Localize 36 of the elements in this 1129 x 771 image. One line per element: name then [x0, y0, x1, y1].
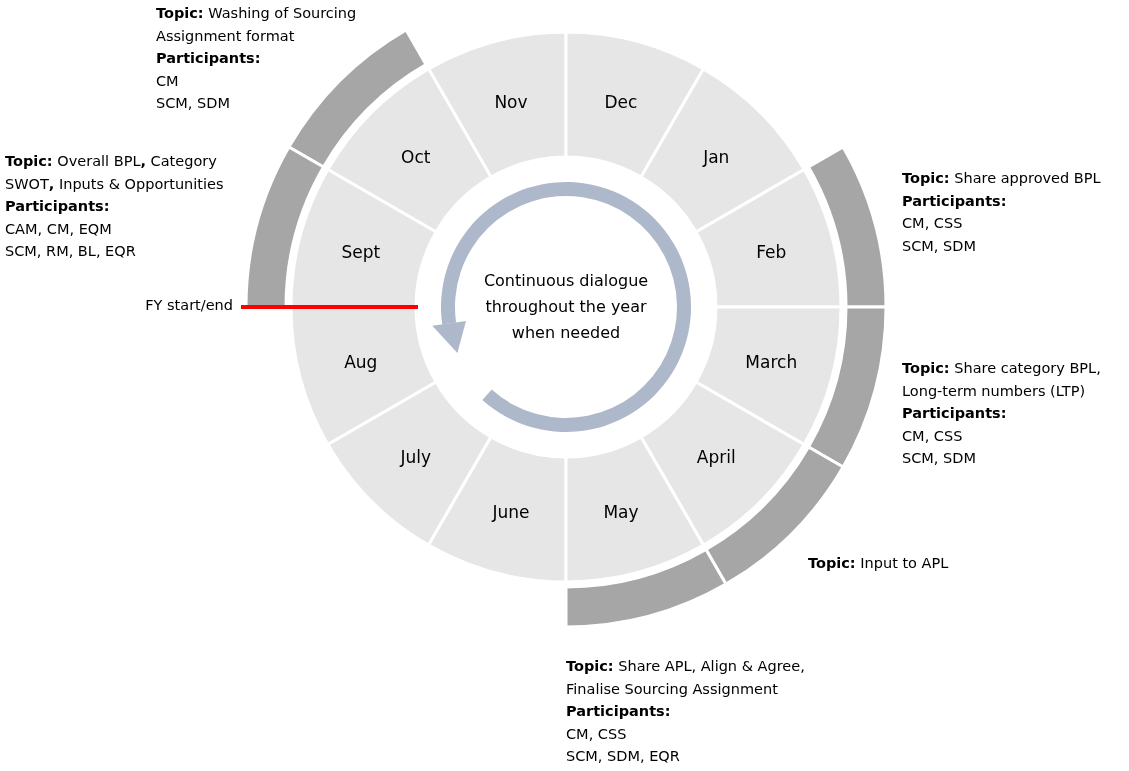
participants-list: CM, CSS	[902, 212, 963, 235]
participants-heading: Participants:	[902, 404, 1007, 423]
center-text: Continuous dialogue throughout the year when needed	[482, 270, 650, 344]
participants-list: CM, CSS	[566, 722, 627, 745]
participants-heading: Participants:	[5, 197, 110, 216]
participants-heading: Participants:	[902, 191, 1007, 211]
topic-text: Topic: Overall BPL, Category SWOT, Inputs & Opportunities	[5, 152, 225, 194]
topic-text: Topic: Input to APL	[808, 554, 949, 573]
participants-list: SCM, SDM	[902, 447, 976, 470]
month-label: Feb	[756, 242, 787, 262]
leader-line	[241, 305, 418, 309]
topic-text: Topic: Washing of Sourcing Assignment format	[156, 4, 358, 46]
participants-list: SCM, SDM, EQR	[566, 745, 680, 768]
participants-list: CM	[156, 69, 179, 92]
participants-list: SCM, SDM	[902, 234, 976, 257]
month-label: June	[492, 502, 530, 523]
marker-label: FY start/end	[100, 297, 233, 313]
month-label: Sept	[341, 242, 381, 262]
month-label: May	[603, 502, 639, 523]
participants-list: SCM, RM, BL, EQR	[5, 240, 136, 263]
participants-list: CAM, CM, EQM	[5, 217, 112, 240]
participants-heading: Participants:	[156, 49, 261, 68]
month-label: July	[400, 447, 431, 468]
topic-text: Topic: Share category BPL, Long-term numbers (LTP)	[902, 359, 1102, 401]
month-label: Dec	[604, 91, 638, 112]
topic-text: Topic: Share approved BPL	[902, 169, 1101, 188]
month-label: April	[696, 447, 736, 468]
participants-list: SCM, SDM	[156, 92, 230, 115]
topic-text: Topic: Share APL, Align & Agree, Finalise Sourcing Assignment	[566, 657, 806, 699]
month-label: Aug	[344, 352, 378, 372]
month-label: Nov	[494, 91, 528, 112]
participants-heading: Participants:	[566, 702, 671, 721]
month-label: March	[745, 352, 798, 372]
participants-list: CM, CSS	[902, 424, 963, 447]
month-label: Oct	[401, 146, 431, 167]
month-label: Jan	[703, 146, 730, 167]
